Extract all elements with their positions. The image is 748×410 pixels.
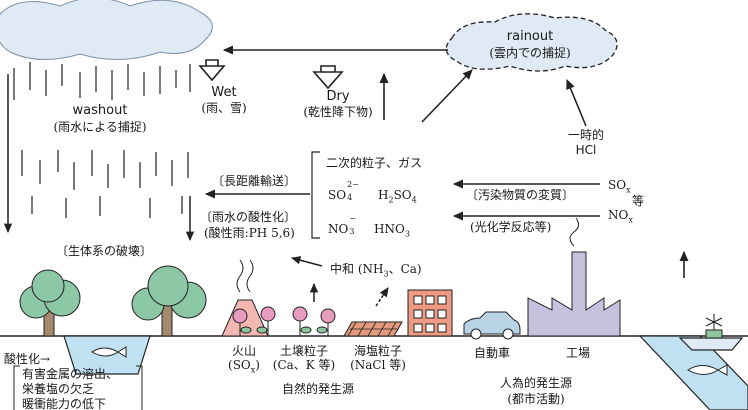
salt-field-icon [343,321,403,337]
washout-subtitle: (雨水による捕捉) [53,120,147,134]
natural-sources-label: 自然的発生源 [281,382,355,396]
car-label: 自動車 [473,346,511,360]
rainout-subtitle: (雲内での捕捉) [489,46,571,60]
soil-particles-example: (Ca、K 等) [272,358,336,372]
temporary-label: 一時的 [567,128,605,142]
nitrate-formula: NO−3 [328,214,357,237]
rain-cloud [0,0,213,61]
secondary-particles-label: 二次的粒子、ガス [326,156,423,170]
sea-salt-example: (NaCl 等) [350,358,406,372]
volcano-label: 火山 [231,344,257,358]
nox-label: NOx [608,208,633,225]
dry-deposition-arrow [312,65,344,90]
secondary-bracket [311,151,320,239]
anthropogenic-sources-label: 人為的発生源 [499,376,573,390]
arrow-to-rainout [421,69,473,123]
arrow-neutralize [290,256,323,267]
hcl-label: HCl [575,143,597,157]
etc-label: 等 [632,194,645,208]
sox-label: SOx [608,178,631,195]
pollutant-transformation: 〔汚染物質の変質〕 [466,188,575,202]
lake-effect-2: 栄養塩の欠乏 [22,382,95,396]
factory-icon [527,217,621,337]
washout-title: washout [72,103,128,118]
acidification-label: 酸性化→ [4,352,51,366]
factory-label: 工場 [565,346,591,360]
volcano-emission: (SOx) [228,358,260,375]
tree-right-icon [131,265,207,337]
photochemical-reaction: (光化学反応等) [470,220,552,234]
sulfuric-acid-formula: H2SO4 [378,188,417,205]
lake-effect-3: 暖衝能力の低下 [22,397,107,410]
soil-particles-label: 土壌粒子 [279,344,329,358]
arrow-hcl-up [566,78,587,127]
wet-deposition-arrow [198,59,226,82]
sea-fish-icon [687,364,728,376]
anthropogenic-sources-sub: (都市活動) [507,392,565,406]
nitric-acid-formula: HNO3 [374,222,410,239]
dry-subtitle: (乾性降下物) [303,105,373,119]
long-range-transport: 〔長距離輸送〕 [212,174,297,188]
flowers-icon [232,306,336,336]
volcano-icon [221,259,269,337]
neutralization-label: 中和 (NH3、Ca) [330,262,422,279]
tree-left-icon [19,269,81,337]
acid-rain-title: 〔雨水の酸性化〕 [200,210,297,224]
sea-salt-label: 海塩粒子 [353,344,403,358]
ecosystem-destruction: 〔生体系の破壊〕 [56,244,153,258]
car-icon [463,311,521,340]
boat-plant-icon [705,314,723,339]
arrow-salt-up [375,287,389,307]
building-icon [407,289,453,337]
dry-title: Dry [326,89,350,104]
rain-streaks [13,62,191,218]
rainout-cloud [445,13,618,72]
wet-subtitle: (雨、雪) [201,101,247,115]
wet-title: Wet [211,85,237,100]
lake-fish-icon [91,346,127,358]
acid-rain-ph: (酸性雨:PH 5,6) [204,226,295,240]
rainout-title: rainout [506,29,554,44]
lake-effect-1: 有害金属の溶出、 [22,367,119,381]
